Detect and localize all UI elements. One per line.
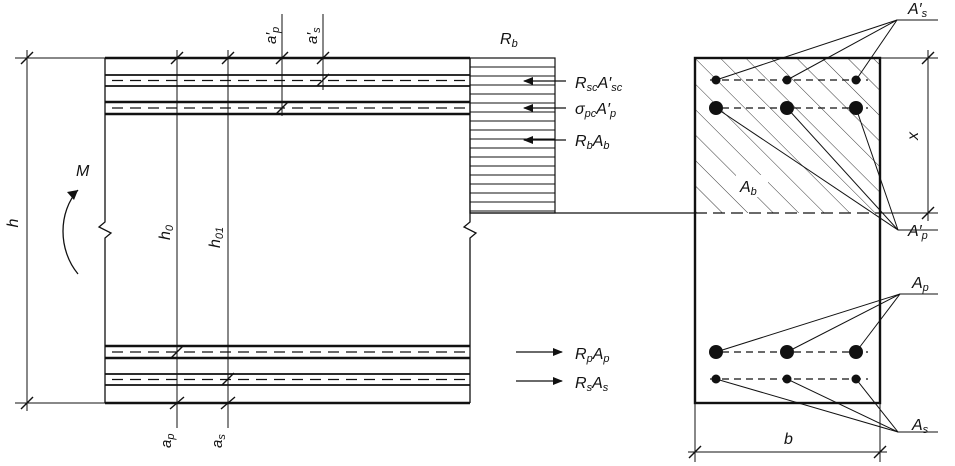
label-force-rs-as: RsAs bbox=[575, 375, 609, 394]
bottom-reinforcement-bars bbox=[105, 344, 470, 386]
dimension-b bbox=[688, 403, 887, 462]
label-force-sigma-pc: σpcA′p bbox=[575, 101, 616, 120]
label-x: x bbox=[905, 131, 922, 141]
moment-arrow bbox=[62, 189, 79, 275]
label-ab: Ab bbox=[739, 179, 757, 198]
label-as-prime-section: A′s bbox=[907, 1, 928, 20]
label-h01: h01 bbox=[207, 227, 226, 248]
label-force-rsc: RscA′sc bbox=[575, 75, 623, 94]
label-as-section: As bbox=[911, 417, 929, 436]
beam-side-view bbox=[97, 56, 478, 405]
dimension-x bbox=[880, 50, 938, 221]
stress-block-hatching bbox=[470, 66, 555, 212]
label-ap: ap bbox=[158, 434, 177, 448]
label-ap-section: Ap bbox=[911, 275, 929, 294]
label-as: as bbox=[209, 434, 228, 448]
label-h0: h0 bbox=[157, 224, 176, 240]
label-force-rp-ap: RpAp bbox=[575, 346, 609, 365]
force-arrows bbox=[516, 77, 566, 385]
dimension-h bbox=[15, 50, 105, 411]
label-ap-prime-section: A′p bbox=[907, 223, 928, 242]
dimension-top-cover bbox=[275, 14, 330, 116]
label-moment: M bbox=[76, 163, 90, 180]
label-ap-prime: a′p bbox=[263, 27, 282, 44]
label-rb: Rb bbox=[500, 31, 518, 50]
stress-block bbox=[469, 57, 695, 214]
label-h: h bbox=[5, 218, 22, 227]
top-reinforcement-bars bbox=[105, 74, 470, 116]
label-as-prime: a′s bbox=[304, 27, 323, 44]
label-force-rb-ab: RbAb bbox=[575, 133, 609, 152]
label-b: b bbox=[784, 431, 793, 448]
label-ab-group: Ab bbox=[736, 175, 768, 198]
dimension-h0-h01 bbox=[169, 50, 236, 428]
rebar-dots bbox=[709, 75, 863, 384]
